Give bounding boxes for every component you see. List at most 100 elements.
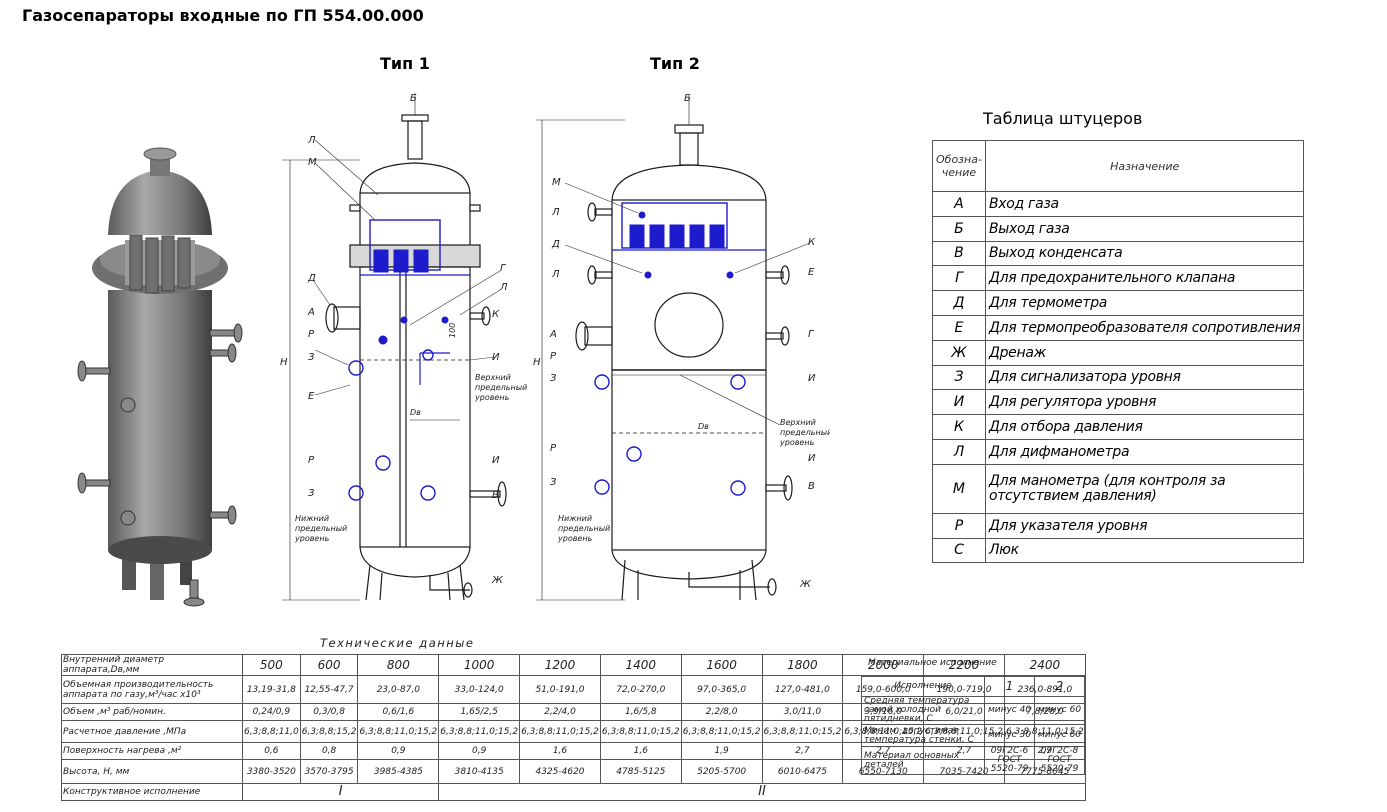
drawing-label: И <box>808 453 816 464</box>
material-value: минус 60 <box>1034 724 1085 747</box>
type2-label: Тип 2 <box>650 54 700 73</box>
drawing-label: В <box>808 481 815 492</box>
tech-value: 6,3;8,8;11,0 <box>242 720 301 743</box>
drawing-label: уровень <box>557 534 593 543</box>
nozzle-purpose: Для указателя уровня <box>984 512 1305 539</box>
tech-diameter: 600 <box>299 654 359 676</box>
drawing-label: предельный <box>558 524 610 533</box>
execution-value: I <box>241 783 440 801</box>
tech-param-label: Объем ,м³ раб/номин. <box>61 703 243 721</box>
drawing-label: К <box>808 237 816 248</box>
drawing-label: Ж <box>799 579 812 590</box>
tech-value: 0,9 <box>438 742 521 760</box>
drawing-label: М <box>308 157 317 168</box>
tech-value: 6010-6475 <box>761 759 844 784</box>
tech-value: 6,3;8,8;15,2 <box>299 720 359 743</box>
nozzle-header-purpose: Назначение <box>984 140 1305 192</box>
drawing-label: Д <box>551 239 560 250</box>
tech-param-label: Расчетное давление ,МПа <box>61 720 243 743</box>
tech-value: 6,3;8,8;11,0;15,2 <box>519 720 601 743</box>
drawing-label: уровень <box>779 438 815 447</box>
nozzle-purpose: Дренаж <box>984 339 1305 366</box>
nozzle-purpose: Выход конденсата <box>984 240 1305 267</box>
drawing-label: Е <box>808 267 815 278</box>
tech-value: 4785-5125 <box>599 759 682 784</box>
material-value: минус 30 <box>984 724 1035 747</box>
tech-param-label: Поверхность нагрева ,м² <box>61 742 243 760</box>
material-column: 2 <box>1034 676 1085 697</box>
tech-value: 1,9 <box>680 742 763 760</box>
drawing-label: Dв <box>410 408 421 417</box>
nozzle-code: Ж <box>932 339 986 366</box>
drawing-label: Нижний <box>295 514 329 523</box>
drawing-label: Р <box>550 351 557 362</box>
nozzle-header-code: Обозна-чение <box>932 140 986 192</box>
tech-value: 6,3;8,8;11,0;15,2 <box>761 720 844 743</box>
drawing-label: Б <box>684 93 691 104</box>
tech-value: 5205-5700 <box>680 759 763 784</box>
nozzle-code: Б <box>932 215 986 242</box>
nozzle-purpose: Для сигнализатора уровня <box>984 364 1305 391</box>
tech-param-label: Конструктивное исполнение <box>61 783 243 801</box>
tech-value: 23,0-87,0 <box>357 675 440 704</box>
drawing-label: И <box>808 373 816 384</box>
drawing-label: Нижний <box>558 514 592 523</box>
drawing-label: Верхний <box>780 418 816 427</box>
nozzle-code: Л <box>932 438 986 465</box>
nozzle-code: С <box>932 537 986 564</box>
drawing-label: М <box>552 177 561 188</box>
tech-diameter: 1600 <box>680 654 763 676</box>
tech-diameter: 1800 <box>761 654 844 676</box>
drawing-label: А <box>307 307 315 318</box>
tech-value: 1,6 <box>519 742 601 760</box>
tech-value: 2,2/4,0 <box>519 703 601 721</box>
separator-3d-render <box>77 147 243 607</box>
drawing-label: Д <box>307 273 316 284</box>
tech-value: 1,6 <box>599 742 682 760</box>
execution-value: II <box>438 783 1086 801</box>
nozzle-purpose: Для отбора давления <box>984 414 1305 440</box>
tech-diameter: 1200 <box>519 654 601 676</box>
tech-param-label: Объемная производительность аппарата по … <box>61 675 243 704</box>
tech-value: 3380-3520 <box>242 759 301 784</box>
tech-value: 12,55-47,7 <box>299 675 359 704</box>
drawing-label: Л <box>551 269 560 280</box>
tech-value: 3985-4385 <box>357 759 440 784</box>
material-param: Миним. допустимая температура стенки, С <box>861 724 985 747</box>
nozzle-code: М <box>932 463 986 514</box>
drawing-label: Е <box>308 391 315 402</box>
tech-value: 51,0-191,0 <box>519 675 601 704</box>
material-param: Материал основных деталей <box>861 746 985 775</box>
tech-value: 0,6 <box>242 742 301 760</box>
tech-param-label: Высота, Н, мм <box>61 759 243 784</box>
drawing-label: В <box>492 490 499 501</box>
tech-value: 3,0/11,0 <box>761 703 844 721</box>
material-column: 1 <box>984 676 1035 697</box>
nozzle-code: И <box>932 389 986 416</box>
drawing-label: Ж <box>491 575 504 586</box>
drawing-label: уровень <box>294 534 330 543</box>
drawing-label: Верхний <box>475 373 511 382</box>
tech-value: 6,3;8,8;11,0;15,2 <box>599 720 682 743</box>
tech-value: 6,3;8,8;11,0;15,2 <box>438 720 521 743</box>
drawing-label: предельный <box>780 428 830 437</box>
nozzle-purpose: Для термометра <box>984 290 1305 316</box>
drawing-label: И <box>492 455 500 466</box>
tech-value: 3570-3795 <box>299 759 359 784</box>
material-table-title: Материальное исполнение <box>868 658 997 668</box>
tech-value: 13,19-31,8 <box>242 675 301 704</box>
nozzle-purpose: Для дифманометра <box>984 438 1305 465</box>
